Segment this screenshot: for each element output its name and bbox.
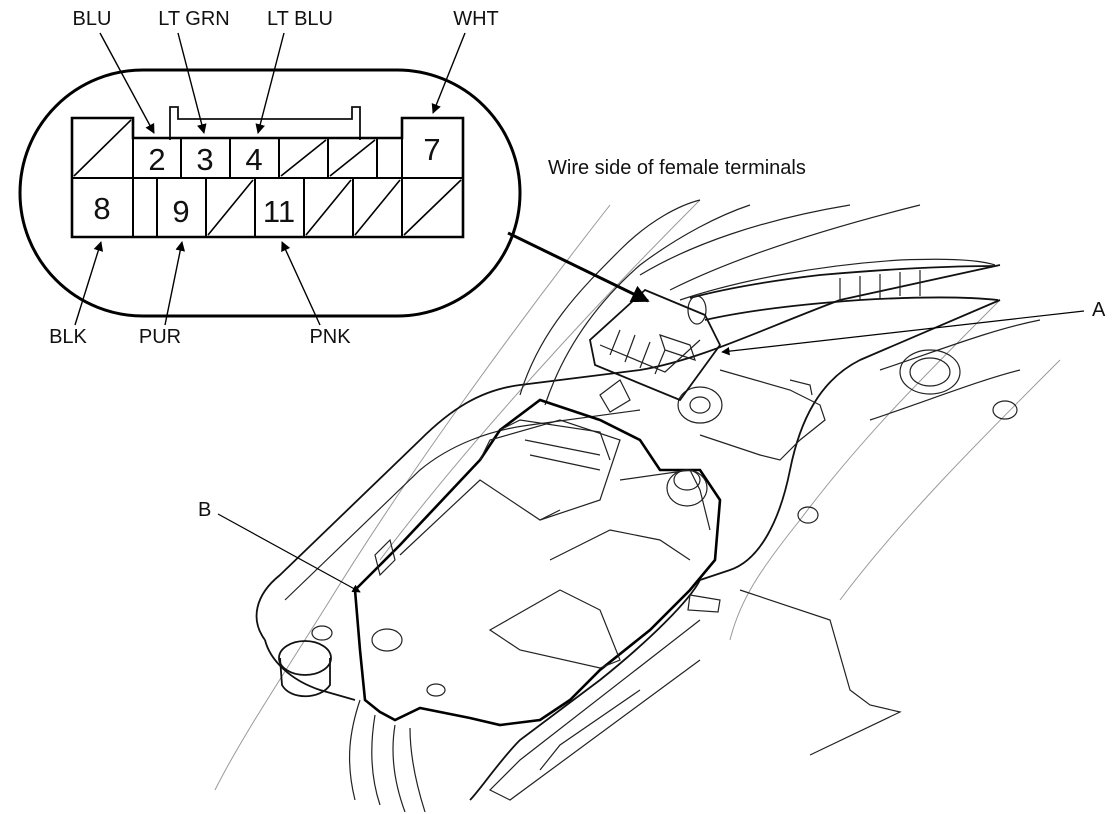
connector-face [70, 116, 465, 239]
wire-label-lt-blu: LT BLU [267, 8, 333, 30]
assembly-drawing [214, 199, 1061, 813]
wire-label-pnk: PNK [309, 326, 351, 348]
pin-4: 4 [245, 142, 262, 177]
callout-label-b: B [198, 499, 211, 521]
wire-label-blk: BLK [49, 326, 87, 348]
caption-text: Wire side of female terminals [548, 157, 806, 179]
callout-label-a: A [1092, 299, 1106, 321]
wire-label-lt-grn: LT GRN [158, 8, 230, 30]
pin-11: 11 [263, 194, 295, 229]
pin-2: 2 [148, 142, 165, 177]
callout-leader-a [721, 310, 1085, 356]
connector-face-callout: 2 3 4 7 8 9 11 BLU LT GRN LT BLU WHT BLK… [18, 8, 650, 348]
leader-lines [74, 32, 466, 326]
pin-3: 3 [196, 142, 213, 177]
callout-leader-b [217, 513, 361, 593]
base-plate [255, 264, 1001, 801]
pin-7: 7 [423, 132, 440, 167]
wire-label-pur: PUR [139, 326, 181, 348]
wire-harness [689, 265, 999, 321]
wire-label-blu: BLU [73, 8, 112, 30]
pin-8: 8 [93, 191, 110, 226]
callout-pointer-arrow [507, 231, 650, 303]
callout-bubble [18, 68, 522, 318]
connector-a [589, 288, 722, 402]
wire-label-wht: WHT [453, 8, 499, 30]
empty-cavity-marks [73, 119, 462, 236]
pin-9: 9 [172, 194, 189, 229]
